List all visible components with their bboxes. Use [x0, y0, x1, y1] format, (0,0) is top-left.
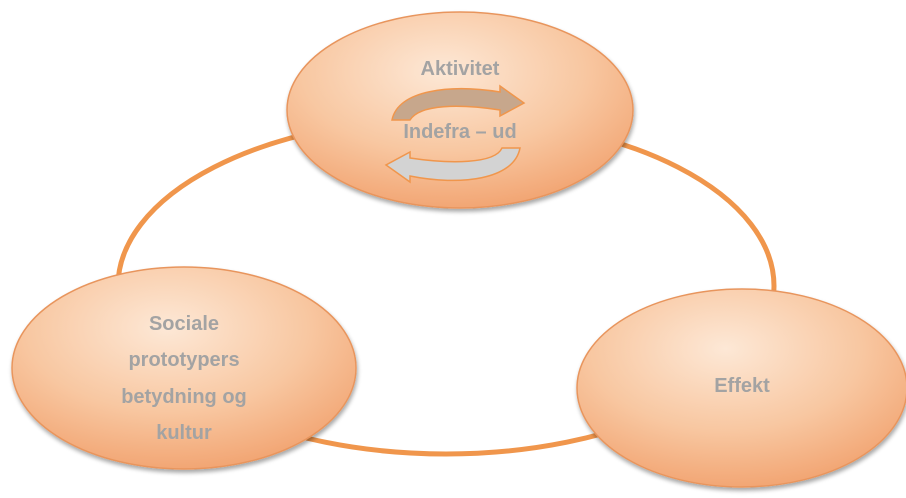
node-aktivitet-shape [286, 11, 634, 209]
node-effekt-shape [576, 288, 906, 488]
cycle-arrow-upper [391, 84, 526, 121]
node-aktivitet [286, 11, 634, 209]
node-sociale-line-3: betydning og [121, 386, 247, 408]
cycle-arrows-icon [384, 84, 526, 184]
node-effekt [576, 288, 906, 488]
node-sociale-line-1: Sociale [149, 313, 219, 335]
node-sociale-line-2: prototypers [128, 349, 239, 371]
node-sociale-shape [11, 266, 357, 470]
cycle-arrow-lower [384, 147, 521, 184]
node-sociale-line-4: kultur [156, 422, 212, 444]
node-effekt-label: Effekt [714, 375, 770, 397]
node-aktivitet-subtitle: Indefra – ud [403, 121, 516, 143]
node-aktivitet-title: Aktivitet [421, 58, 500, 80]
node-sociale [11, 266, 357, 470]
